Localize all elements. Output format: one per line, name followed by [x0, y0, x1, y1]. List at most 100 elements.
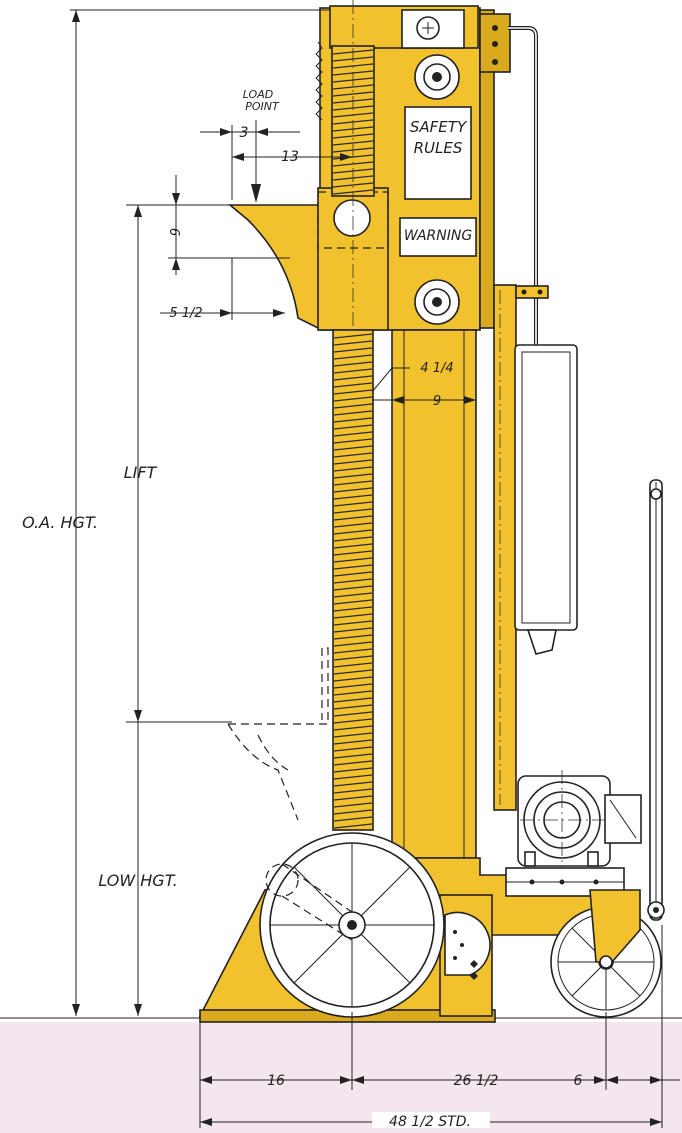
upper-screw	[331, 0, 375, 330]
lowered-pad-outline	[227, 647, 329, 821]
screw-thread	[333, 354, 373, 360]
dim-13: 13	[281, 149, 299, 165]
screw-thread	[333, 732, 373, 738]
safety-rules-plate	[404, 106, 472, 200]
pipe-clamp	[515, 285, 549, 299]
screw-thread	[332, 105, 374, 111]
screw-thread	[332, 161, 374, 167]
safety-rules-line1: SAFETY	[410, 118, 468, 136]
low-hgt-label: LOW HGT.	[98, 871, 177, 890]
screw-thread	[332, 84, 374, 90]
screw-thread	[333, 473, 373, 479]
dim-5-1-2: 5 1/2	[169, 306, 202, 321]
screw-thread	[333, 459, 373, 465]
oa-hgt-label: O.A. HGT.	[22, 513, 98, 532]
screw-thread	[333, 753, 373, 759]
spring	[315, 41, 323, 121]
screw-thread	[332, 63, 374, 69]
main-column	[391, 329, 477, 859]
screw-thread	[333, 494, 373, 500]
screw-thread	[333, 634, 373, 640]
folded-handle	[265, 863, 353, 941]
screw-thread	[333, 613, 373, 619]
warning-plate	[399, 217, 477, 257]
screw-thread	[333, 333, 373, 339]
screw-thread	[332, 98, 374, 104]
screw-thread	[333, 760, 373, 766]
main-wheel	[259, 832, 445, 1018]
screw-thread	[333, 774, 373, 780]
screw-thread	[333, 697, 373, 703]
screw-thread	[333, 641, 373, 647]
screw-thread	[332, 189, 374, 195]
screw-thread	[333, 452, 373, 458]
screw-thread	[332, 154, 374, 160]
screw-thread	[333, 683, 373, 689]
screw-thread	[332, 126, 374, 132]
dim-6-vertical: 6	[166, 228, 181, 236]
screw-thread	[332, 147, 374, 153]
dim-6-bottom: 6	[574, 1073, 583, 1089]
screw-thread	[333, 690, 373, 696]
screw-thread	[333, 445, 373, 451]
screw-thread	[333, 823, 373, 829]
warning-label: WARNING	[404, 228, 473, 244]
screw-thread	[333, 529, 373, 535]
screw-thread	[333, 781, 373, 787]
screw-thread	[333, 662, 373, 668]
lifting-pad	[227, 204, 323, 332]
screw-thread	[333, 480, 373, 486]
screw-thread	[332, 91, 374, 97]
screw-thread	[333, 417, 373, 423]
rear-column	[493, 284, 517, 811]
dim-16: 16	[267, 1073, 285, 1089]
screw-thread	[333, 522, 373, 528]
screw-thread	[332, 168, 374, 174]
screw-thread	[333, 508, 373, 514]
screw-thread	[333, 788, 373, 794]
screw-thread	[333, 648, 373, 654]
screw-thread	[333, 515, 373, 521]
screw-thread	[333, 767, 373, 773]
screw-thread	[333, 501, 373, 507]
dim-26-1-2: 26 1/2	[454, 1073, 499, 1089]
tow-handle	[647, 479, 665, 921]
screw-thread	[333, 340, 373, 346]
screw-thread	[333, 543, 373, 549]
pad-pin	[333, 199, 371, 237]
screw-thread	[333, 592, 373, 598]
screw-thread	[333, 809, 373, 815]
screw-thread	[333, 816, 373, 822]
screw-thread	[333, 746, 373, 752]
screw-thread	[333, 403, 373, 409]
screw-thread	[333, 375, 373, 381]
safety-rules-line2: RULES	[414, 139, 463, 157]
screw-thread	[333, 389, 373, 395]
screw-thread	[332, 56, 374, 62]
screw-thread	[333, 571, 373, 577]
load-point-line1: LOAD	[243, 88, 273, 101]
dim-9: 9	[433, 394, 441, 409]
screw-thread	[333, 487, 373, 493]
dim-48-1-2: 48 1/2 STD.	[389, 1114, 471, 1130]
screw-thread	[332, 133, 374, 139]
screw-thread	[332, 175, 374, 181]
control-connector	[526, 629, 557, 655]
screw-thread	[332, 77, 374, 83]
screw-thread	[332, 119, 374, 125]
screw-thread	[333, 361, 373, 367]
screw-thread	[333, 585, 373, 591]
screw-thread	[333, 739, 373, 745]
screw-thread	[332, 140, 374, 146]
screw-thread	[333, 795, 373, 801]
screw-thread	[333, 802, 373, 808]
screw-thread	[333, 550, 373, 556]
screw-thread	[333, 578, 373, 584]
screw-thread	[333, 606, 373, 612]
screw-thread	[333, 676, 373, 682]
screw-thread	[333, 347, 373, 353]
screw-thread	[333, 704, 373, 710]
lift-label: LIFT	[124, 463, 158, 482]
screw-thread	[333, 536, 373, 542]
